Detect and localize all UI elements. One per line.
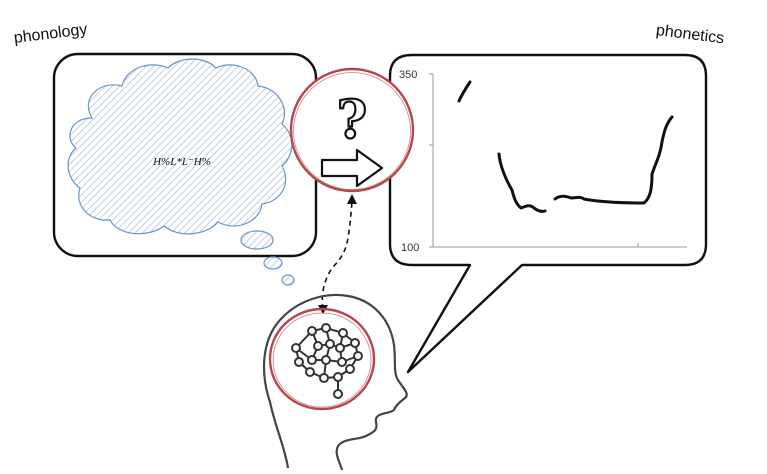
pitch-chart: 350 100 bbox=[399, 69, 687, 254]
brain-network-icon bbox=[291, 323, 363, 399]
arrow-right-icon bbox=[320, 148, 384, 188]
head-outline-icon bbox=[262, 294, 408, 471]
thought-cloud-icon bbox=[67, 58, 295, 286]
phonology-formula: H%L*L⁻H% bbox=[152, 156, 211, 168]
pitch-contour-segment-3 bbox=[553, 115, 674, 205]
phonetics-speech-bubble bbox=[388, 53, 708, 374]
dashed-connector bbox=[321, 201, 353, 310]
pitch-contour-segment-1 bbox=[457, 80, 472, 103]
y-tick-top: 350 bbox=[399, 69, 417, 81]
connector-arrowhead-top bbox=[347, 194, 357, 204]
pitch-contour-segment-2 bbox=[497, 152, 547, 213]
y-tick-bottom: 100 bbox=[401, 242, 419, 254]
brain-highlight-circle bbox=[268, 307, 376, 411]
question-mark-icon: ? bbox=[337, 90, 367, 151]
